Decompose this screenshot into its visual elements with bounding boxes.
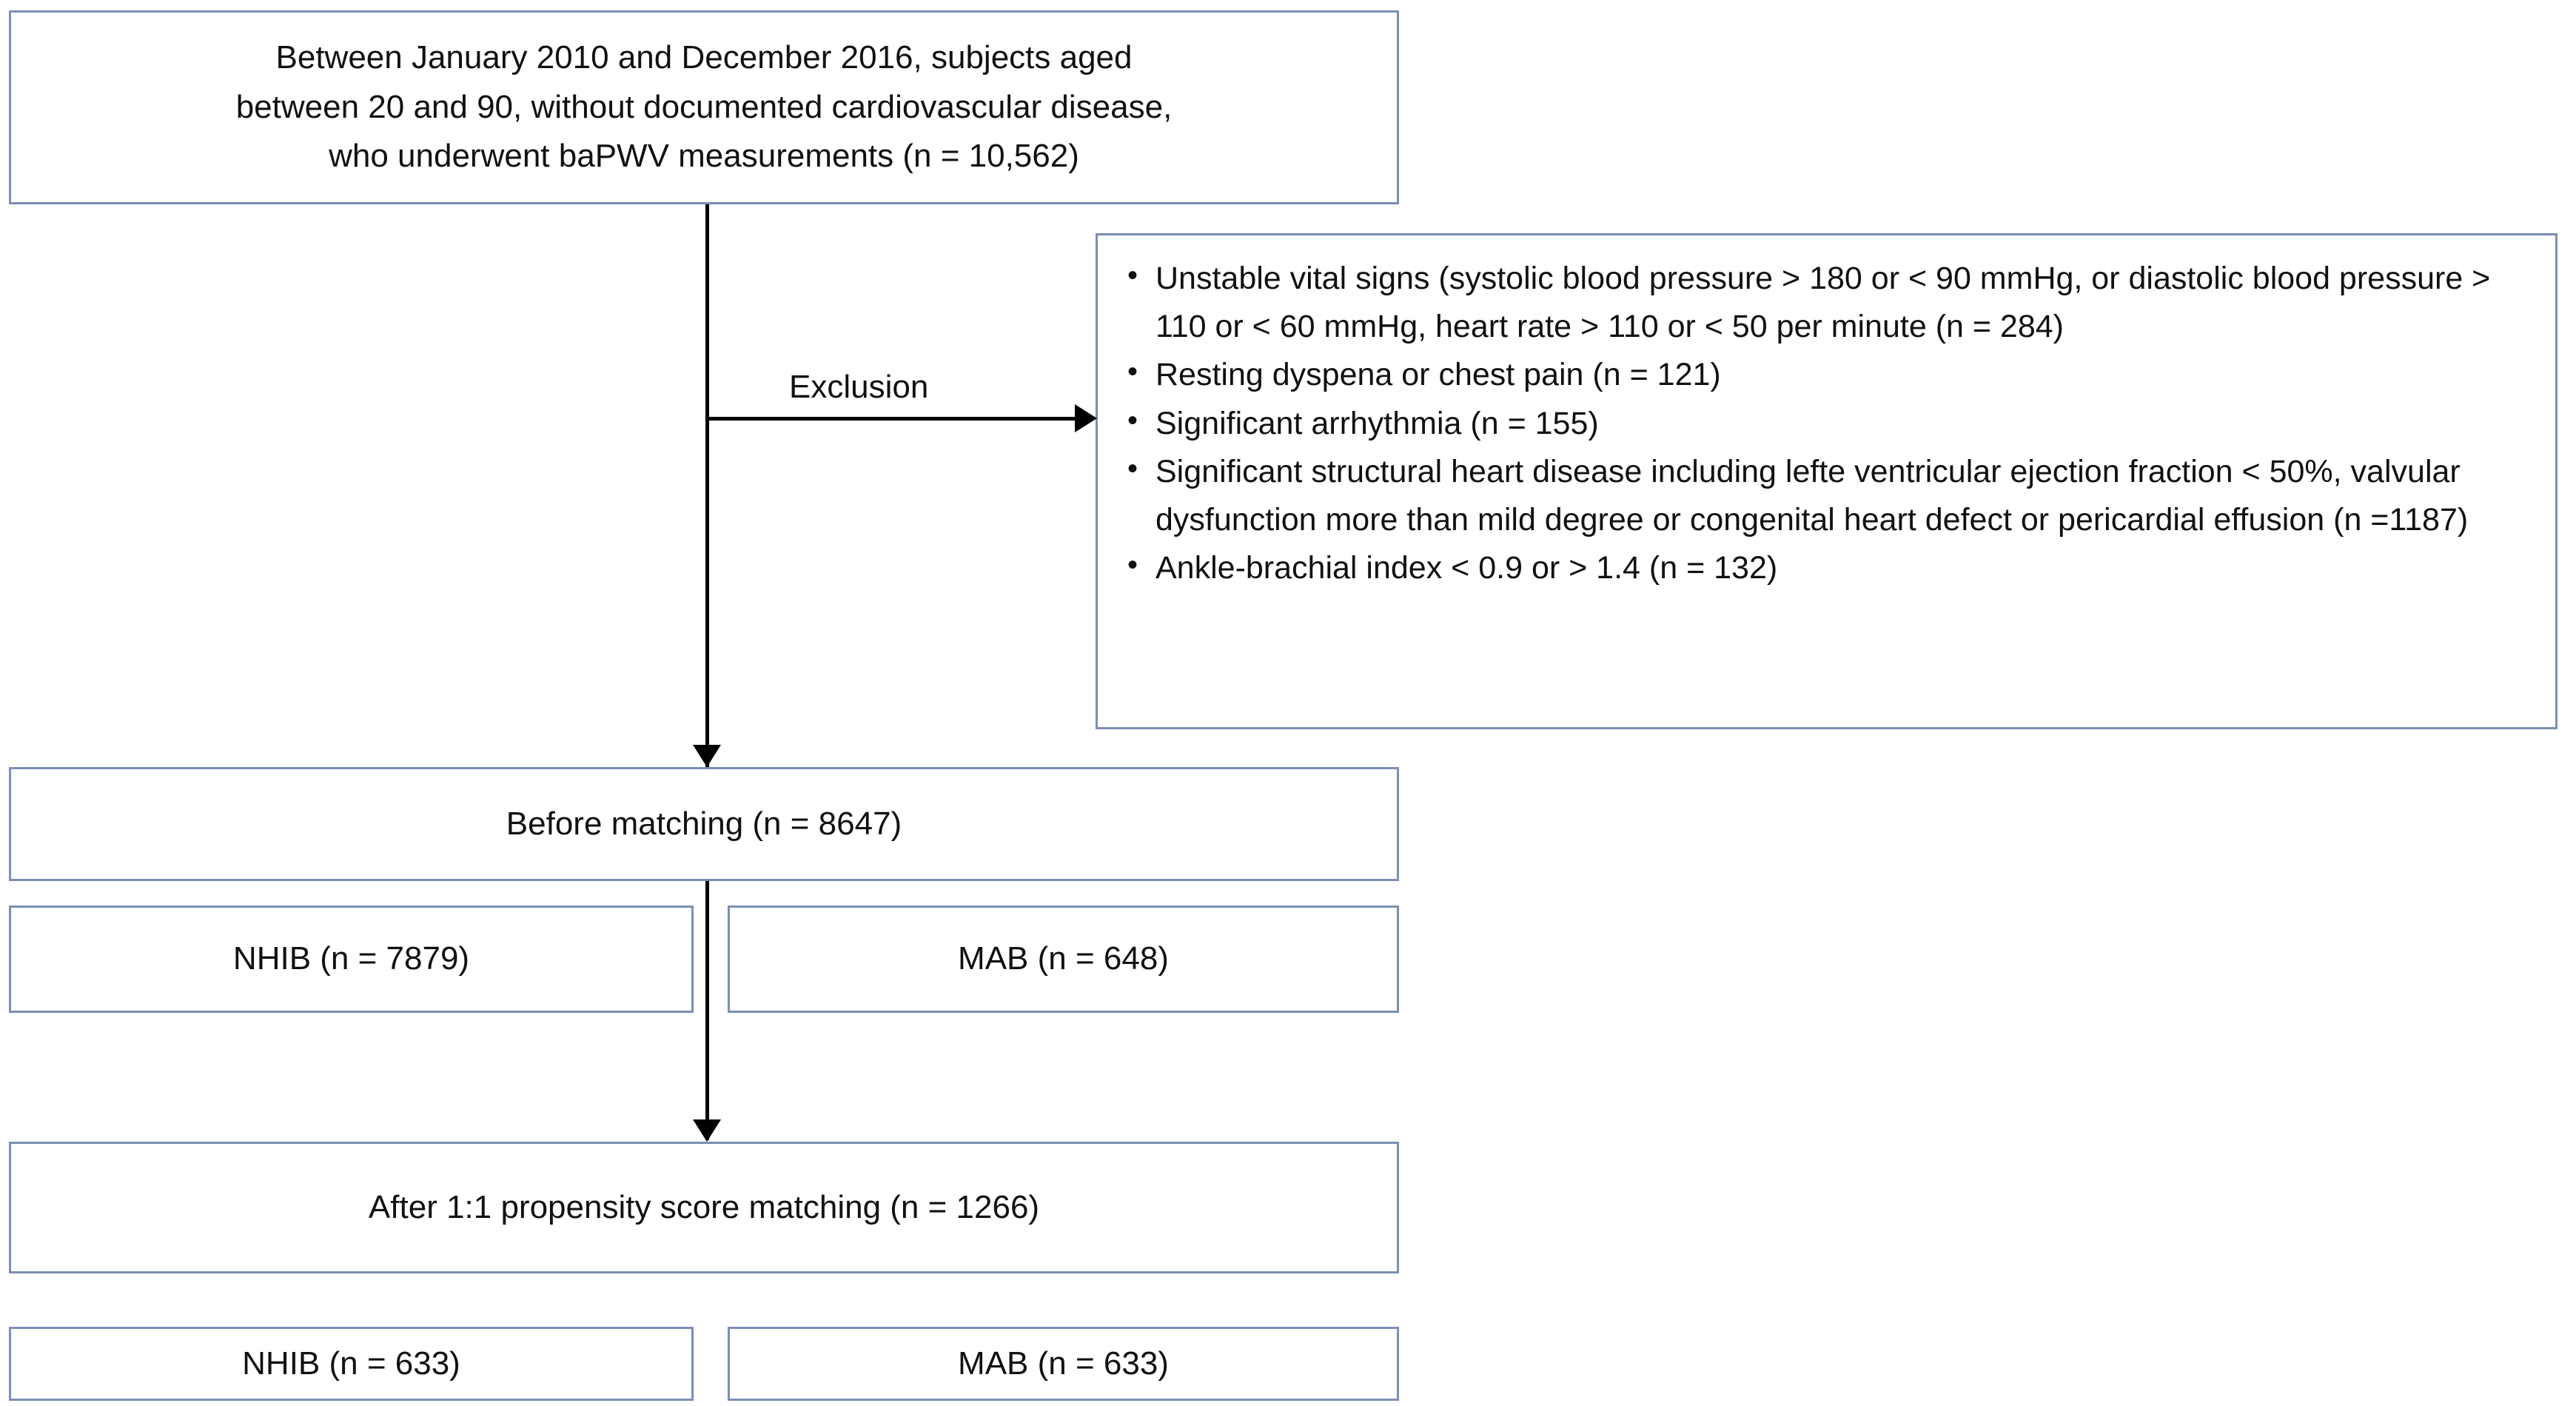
node-before-mab: MAB (n = 648) xyxy=(728,905,1399,1013)
node-before-nhib-label: NHIB (n = 7879) xyxy=(232,940,470,977)
arrowhead-before-matching xyxy=(693,745,721,767)
list-item: Resting dyspena or chest pain (n = 121) xyxy=(1123,349,2533,399)
arrowhead-after-matching xyxy=(693,1119,721,1142)
list-item: Ankle-brachial index < 0.9 or > 1.4 (n =… xyxy=(1123,543,2533,592)
list-item: Unstable vital signs (systolic blood pre… xyxy=(1123,253,2533,350)
edge-label-exclusion: Exclusion xyxy=(785,369,933,406)
connector-exclusion-branch xyxy=(705,417,1083,421)
node-after-matching-label: After 1:1 propensity score matching (n =… xyxy=(368,1188,1040,1225)
exclusion-criteria-list: Unstable vital signs (systolic blood pre… xyxy=(1123,253,2533,592)
node-before-matching-label: Before matching (n = 8647) xyxy=(506,805,902,842)
connector-before-to-after-matching xyxy=(705,881,709,1140)
list-item: Significant arrhythmia (n = 155) xyxy=(1123,398,2533,448)
node-enrollment-label: Between January 2010 and December 2016, … xyxy=(235,39,1173,175)
node-after-nhib-label: NHIB (n = 633) xyxy=(242,1345,460,1382)
connector-enrollment-to-before-matching xyxy=(705,204,709,767)
list-item: Significant structural heart disease inc… xyxy=(1123,446,2533,543)
node-before-nhib: NHIB (n = 7879) xyxy=(9,905,694,1013)
node-after-mab: MAB (n = 633) xyxy=(728,1327,1399,1401)
node-after-nhib: NHIB (n = 633) xyxy=(9,1327,694,1401)
node-before-matching: Before matching (n = 8647) xyxy=(9,767,1399,881)
arrowhead-exclusion xyxy=(1075,404,1097,432)
node-after-matching: After 1:1 propensity score matching (n =… xyxy=(9,1142,1399,1273)
node-enrollment: Between January 2010 and December 2016, … xyxy=(9,10,1399,204)
node-before-mab-label: MAB (n = 648) xyxy=(958,940,1169,977)
node-after-mab-label: MAB (n = 633) xyxy=(958,1345,1169,1382)
node-exclusion-criteria: Unstable vital signs (systolic blood pre… xyxy=(1096,233,2557,729)
